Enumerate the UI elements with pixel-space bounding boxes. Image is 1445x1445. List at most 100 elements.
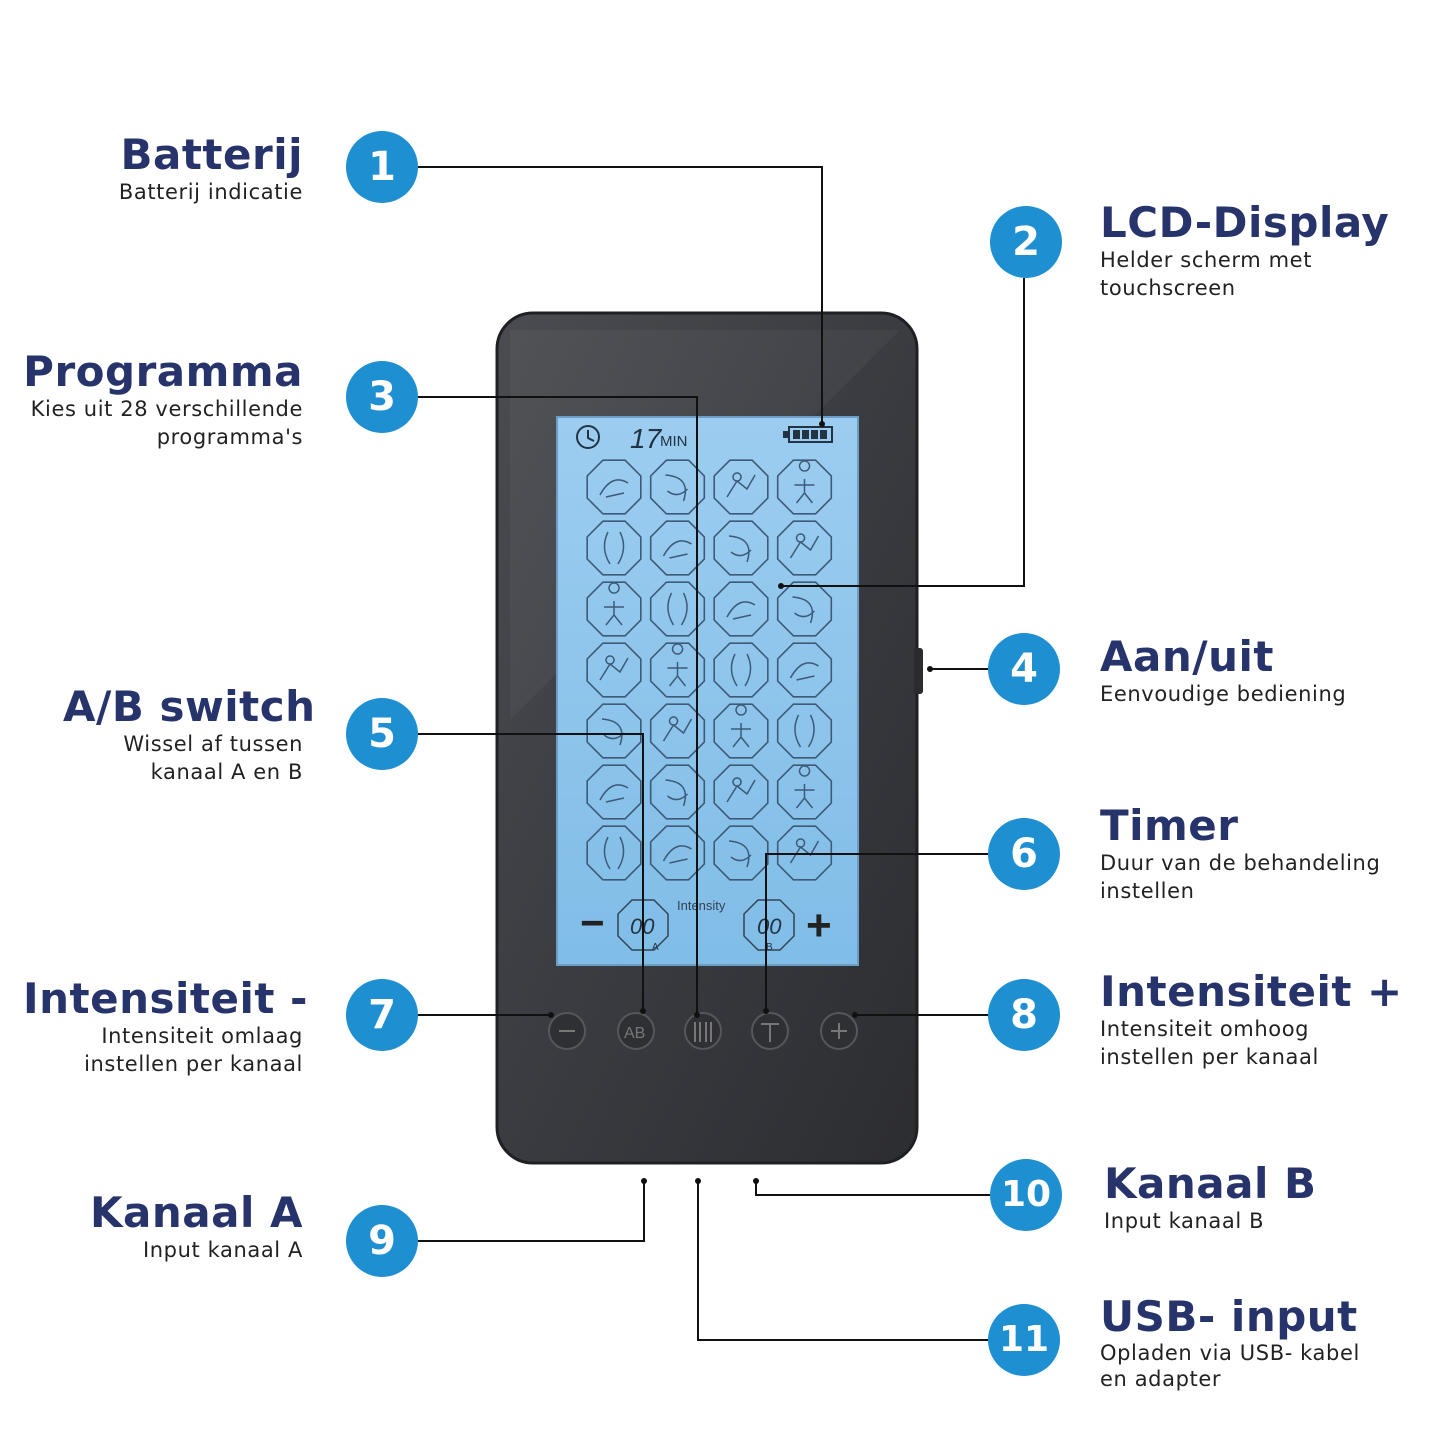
label-title: Batterij [120,130,303,179]
program-icon[interactable] [649,520,706,576]
lcd-screen[interactable] [556,416,859,966]
program-icon[interactable] [713,825,769,881]
program-icon[interactable] [713,581,769,637]
program-icon[interactable] [776,459,833,515]
program-icon[interactable] [649,642,706,698]
label-lcd-display: LCD-Display Helder scherm met touchscree… [1100,200,1400,302]
badge-10: 10 [990,1159,1062,1231]
label-title: LCD-Display [1100,198,1390,247]
program-icon[interactable] [713,703,769,759]
intensity-b-value: 00 [757,914,782,939]
connector-1 [418,166,823,424]
connector-6 [765,853,988,1011]
minus-button[interactable] [548,1012,586,1050]
badge-4: 4 [988,633,1060,705]
badge-1: 1 [346,131,418,203]
label-desc: Input kanaal B [1104,1209,1265,1233]
intensity-b-frame [743,899,795,951]
plus-button[interactable] [820,1012,858,1050]
badge-8: 8 [988,979,1060,1051]
program-icon[interactable] [586,764,642,820]
label-aan-uit: Aan/uit Eenvoudige bediening [1100,634,1346,708]
label-desc: Intensiteit omlaag instellen per kanaal [84,1024,303,1076]
label-title: Timer [1100,801,1239,850]
program-icon[interactable] [586,642,642,698]
label-desc: Intensiteit omhoog instellen per kanaal [1100,1017,1319,1069]
program-grid[interactable] [586,459,833,881]
badge-5: 5 [346,698,418,770]
program-icon[interactable] [713,520,769,576]
program-icon[interactable] [586,581,642,637]
label-batterij: Batterij Batterij indicatie [119,132,303,206]
program-icon[interactable] [586,825,642,881]
label-desc: Kies uit 28 verschillende programma's [30,397,303,449]
badge-9: 9 [346,1205,418,1277]
connector-3 [418,396,698,1015]
label-intensiteit-min: Intensiteit - Intensiteit omlaag instell… [23,974,308,1078]
label-title: Aan/uit [1100,632,1274,681]
connector-lines [418,166,1025,1341]
badge-2: 2 [990,206,1062,278]
label-title: Programma [23,347,303,396]
connector-9 [418,1181,645,1242]
label-desc: Duur van de behandeling instellen [1100,851,1381,903]
connector-2 [781,278,1025,587]
channel-b-letter: B [766,942,773,953]
program-button[interactable] [684,1012,722,1050]
badge-3: 3 [346,361,418,433]
program-icon[interactable] [713,764,769,820]
timer-value: 17 [630,423,663,454]
label-programma: Programma Kies uit 28 verschillende prog… [13,349,303,451]
intensity-minus-symbol: − [580,899,605,946]
label-intensiteit-plus: Intensiteit + Intensiteit omhoog instell… [1100,967,1403,1071]
label-title: A/B switch [63,682,316,731]
ab-switch-button[interactable]: AB [617,1012,655,1050]
clock-icon [576,425,600,449]
label-title: USB- input [1100,1292,1358,1341]
intensity-plus-symbol: + [806,901,832,950]
connector-11 [697,1181,988,1341]
label-usb-input: USB- input Opladen via USB- kabel en ada… [1100,1294,1380,1392]
program-icon[interactable] [776,642,833,698]
intensity-a-frame [617,899,669,951]
label-timer: Timer Duur van de behandeling instellen [1100,803,1410,905]
channel-a-letter: A [652,942,659,953]
battery-icon [783,426,833,443]
program-icon[interactable] [776,703,833,759]
badge-7: 7 [346,979,418,1051]
label-ab-switch: A/B switch Wissel af tussen kanaal A en … [63,682,316,786]
program-icon[interactable] [776,581,833,637]
connector-10 [755,1181,990,1196]
program-icon[interactable] [649,764,706,820]
label-title: Kanaal B [1104,1159,1317,1208]
program-icon[interactable] [586,520,642,576]
intensity-label: Intensity [677,898,726,913]
program-icon[interactable] [776,764,833,820]
label-desc: Helder scherm met touchscreen [1100,248,1313,300]
label-desc: Wissel af tussen kanaal A en B [123,732,303,784]
timer-button[interactable] [751,1012,789,1050]
power-side-button[interactable] [914,648,923,694]
label-desc: Opladen via USB- kabel en adapter [1100,1341,1360,1391]
connector-dots [548,421,933,1184]
label-desc: Input kanaal A [142,1238,303,1262]
program-icon[interactable] [586,459,642,515]
badge-11: 11 [988,1304,1060,1376]
label-kanaal-a: Kanaal A Input kanaal A [90,1190,303,1264]
program-icon[interactable] [649,581,706,637]
timer-unit: MIN [660,433,688,450]
label-desc: Eenvoudige bediening [1100,682,1347,706]
program-icon[interactable] [713,642,769,698]
program-icon[interactable] [649,703,706,759]
label-desc: Batterij indicatie [118,180,303,204]
program-icon[interactable] [776,520,833,576]
program-icon[interactable] [649,459,706,515]
program-icon[interactable] [649,825,706,881]
label-kanaal-b: Kanaal B Input kanaal B [1104,1161,1317,1235]
connector-5 [418,733,644,1011]
label-title: Intensiteit + [1100,967,1403,1016]
program-icon[interactable] [713,459,769,515]
label-title: Intensiteit - [23,974,308,1023]
